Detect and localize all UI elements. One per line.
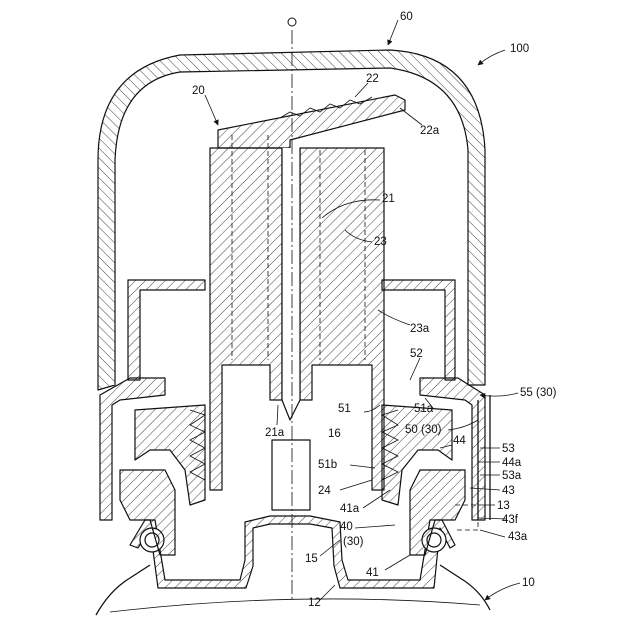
label-21a: 21a — [265, 427, 285, 439]
label-51a: 51a — [414, 403, 434, 415]
label-20: 20 — [192, 85, 205, 97]
inner-container-12 — [130, 516, 455, 588]
label-16: 16 — [328, 428, 341, 440]
label-30: (30) — [343, 536, 364, 548]
label-22: 22 — [366, 73, 379, 85]
label-13: 13 — [497, 500, 510, 512]
nozzle-body-20 — [210, 135, 384, 490]
label-55-30: 55 (30) — [520, 387, 557, 399]
label-21: 21 — [382, 193, 395, 205]
label-12: 12 — [308, 597, 321, 609]
label-52: 52 — [410, 348, 423, 360]
label-41a: 41a — [340, 503, 360, 515]
label-53a: 53a — [502, 470, 522, 482]
label-24: 24 — [318, 485, 331, 497]
label-43a: 43a — [508, 531, 528, 543]
label-15: 15 — [305, 553, 318, 565]
label-44a: 44a — [502, 457, 522, 469]
label-40: 40 — [340, 521, 353, 533]
label-43: 43 — [502, 485, 515, 497]
nozzle-tip-22 — [218, 95, 405, 148]
label-51: 51 — [338, 403, 351, 415]
label-10: 10 — [522, 577, 535, 589]
label-100: 100 — [510, 43, 529, 55]
label-53: 53 — [502, 443, 515, 455]
label-41: 41 — [366, 567, 379, 579]
label-43f: 43f — [502, 514, 519, 526]
label-51b: 51b — [318, 459, 337, 471]
label-50-30: 50 (30) — [405, 424, 442, 436]
label-60: 60 — [400, 11, 413, 23]
label-22a: 22a — [420, 125, 440, 137]
center-passage-16 — [272, 440, 310, 510]
label-44: 44 — [453, 435, 466, 447]
label-23a: 23a — [410, 323, 430, 335]
label-23: 23 — [374, 236, 387, 248]
